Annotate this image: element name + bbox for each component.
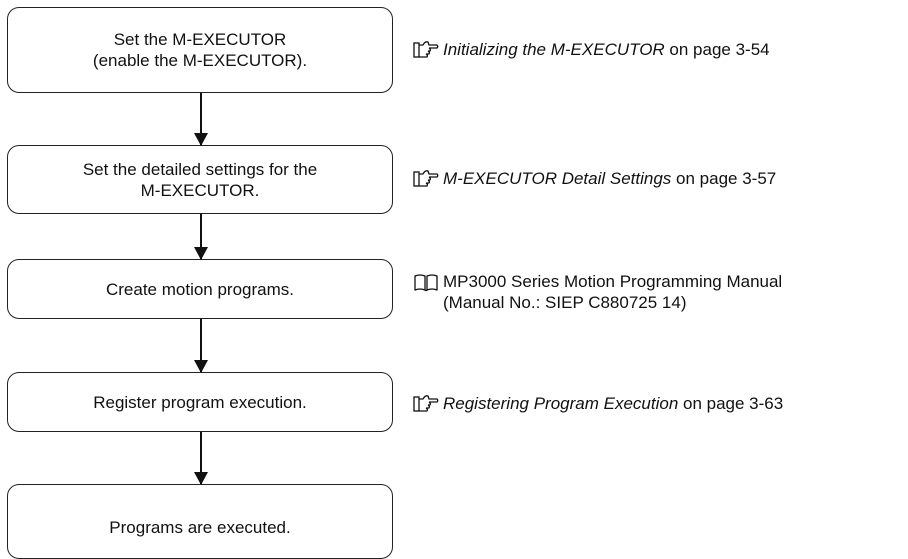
- pointing-hand-icon: [413, 169, 443, 196]
- reference-title: M-EXECUTOR Detail Settings: [443, 169, 672, 188]
- step-line: Register program execution.: [93, 392, 307, 412]
- open-book-icon: [413, 272, 443, 299]
- flow-arrow: [194, 214, 208, 260]
- step-line: Set the M-EXECUTOR: [113, 30, 287, 49]
- flow-arrow: [194, 432, 208, 485]
- manual-number: (Manual No.: SIEP C880725 14): [443, 293, 687, 312]
- flow-arrow: [194, 93, 208, 146]
- reference-page: on page 3-57: [671, 169, 777, 188]
- step-line: M-EXECUTOR.: [140, 180, 260, 200]
- step-line: Create motion programs.: [105, 279, 295, 299]
- step-box-set-m-executor: Set the M-EXECUTOR (enable the M-EXECUTO…: [7, 7, 393, 93]
- reference-initializing[interactable]: Initializing the M-EXECUTOR on page 3-54: [413, 39, 770, 67]
- reference-page: on page 3-63: [678, 394, 784, 413]
- reference-page: on page 3-54: [664, 40, 770, 59]
- reference-programming-manual[interactable]: MP3000 Series Motion Programming Manual …: [413, 271, 782, 313]
- reference-registering[interactable]: Registering Program Execution on page 3-…: [413, 393, 783, 421]
- reference-detail-settings[interactable]: M-EXECUTOR Detail Settings on page 3-57: [413, 168, 776, 196]
- step-box-detail-settings: Set the detailed settings for the M-EXEC…: [7, 145, 393, 214]
- manual-title: MP3000 Series Motion Programming Manual: [443, 272, 783, 291]
- step-box-register-execution: Register program execution.: [7, 372, 393, 432]
- reference-title: Initializing the M-EXECUTOR: [443, 40, 665, 59]
- step-box-programs-executed: Programs are executed.: [7, 484, 393, 559]
- flow-arrow: [194, 319, 208, 373]
- pointing-hand-icon: [413, 40, 443, 67]
- step-line: Programs are executed.: [109, 518, 291, 537]
- pointing-hand-icon: [413, 394, 443, 421]
- step-box-create-programs: Create motion programs.: [7, 259, 393, 319]
- reference-title: Registering Program Execution: [443, 394, 679, 413]
- step-line: Set the detailed settings for the: [82, 159, 318, 179]
- step-line: (enable the M-EXECUTOR).: [92, 51, 308, 70]
